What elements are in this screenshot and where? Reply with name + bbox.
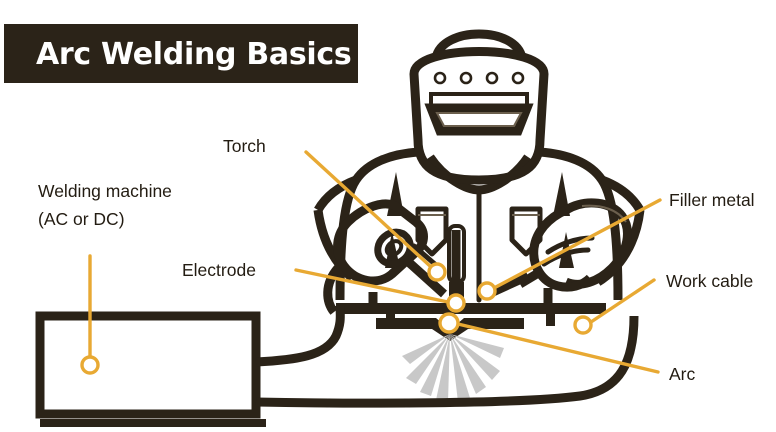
label-torch: Torch <box>223 136 266 156</box>
leader-electrode <box>294 268 450 304</box>
helmet-rivet-4 <box>511 71 525 85</box>
arc-sparks <box>402 334 504 402</box>
page-title: Arc Welding Basics <box>36 37 351 72</box>
label-arc: Arc <box>669 364 696 384</box>
label-filler-metal: Filler metal <box>669 190 755 210</box>
title-banner: Arc Welding Basics <box>4 24 358 83</box>
electrode-cable <box>255 305 345 367</box>
workpiece-assembly <box>336 303 606 341</box>
dot-torch <box>427 262 447 282</box>
leader-arc <box>456 322 660 374</box>
label-welding-machine-line2: (AC or DC) <box>38 209 125 229</box>
label-electrode: Electrode <box>182 260 256 280</box>
dot-filler-metal <box>477 281 497 301</box>
label-welding-machine-line1: Welding machine <box>38 181 172 201</box>
work-plate-top <box>336 303 606 314</box>
electrode-rod <box>447 224 466 300</box>
dot-welding-machine <box>80 355 100 375</box>
helmet-rivet-2 <box>459 71 473 85</box>
helmet-rivet-3 <box>485 71 499 85</box>
dot-arc <box>438 312 460 334</box>
title-banner-bg <box>4 24 358 83</box>
callout-labels: Welding machine (AC or DC) Torch Electro… <box>38 136 755 384</box>
welding-machine <box>35 305 639 419</box>
label-work-cable: Work cable <box>666 271 753 291</box>
helmet-rivet-1 <box>433 71 447 85</box>
welder-figure <box>313 29 645 315</box>
machine-base-shadow <box>40 419 266 427</box>
torch-nozzle-ring <box>384 239 404 257</box>
work-plate-groove <box>376 318 524 341</box>
leader-filler-metal <box>492 198 662 290</box>
callout-leaders <box>80 150 662 375</box>
leader-work-cable <box>589 278 656 324</box>
welding-helmet <box>409 29 549 185</box>
dot-electrode <box>446 293 466 313</box>
dot-work-cable <box>573 315 593 335</box>
leader-torch <box>304 150 432 268</box>
machine-body <box>35 311 261 419</box>
